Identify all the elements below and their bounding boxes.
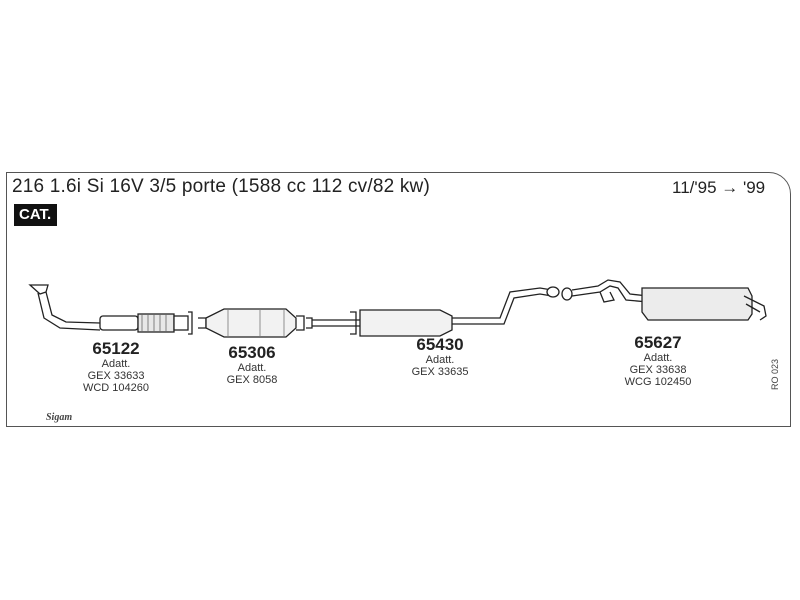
part-line: Adatt. [643,352,673,364]
diagram-frame [6,172,791,427]
vehicle-title: 216 1.6i Si 16V 3/5 porte (1588 cc 112 c… [12,176,430,197]
part-label-65430: 65430 Adatt. GEX 33635 [394,335,486,379]
part-label-65306: 65306 Adatt. GEX 8058 [206,343,298,387]
part-line: Adatt. [425,354,455,366]
part-label-65627: 65627 Adatt. GEX 33638 WCG 102450 [612,333,704,389]
part-line: GEX 33638 [629,364,687,376]
part-line: GEX 33635 [411,366,469,378]
part-code: 65306 [228,343,276,362]
front-pipe-65122 [28,284,193,335]
cat-badge: CAT. [14,204,58,226]
diagram-reference: RO 023 [770,358,780,390]
part-line: GEX 8058 [226,374,278,386]
part-code: 65122 [92,339,140,358]
part-line: Adatt. [101,358,131,370]
part-line: GEX 33633 [87,370,145,382]
part-line: WCG 102450 [624,376,692,388]
part-code: 65627 [634,333,682,352]
model-years: 11/'95 → '99 [672,178,766,197]
catalytic-converter-65306 [198,308,305,338]
rear-silencer-65627 [561,279,767,321]
intermediate-pipe-65430 [306,286,560,337]
part-line: Adatt. [237,362,267,374]
part-code: 65430 [416,335,464,354]
brand-logo: Sigam [46,412,73,423]
part-line: WCD 104260 [82,382,150,394]
part-label-65122: 65122 Adatt. GEX 33633 WCD 104260 [70,339,162,395]
